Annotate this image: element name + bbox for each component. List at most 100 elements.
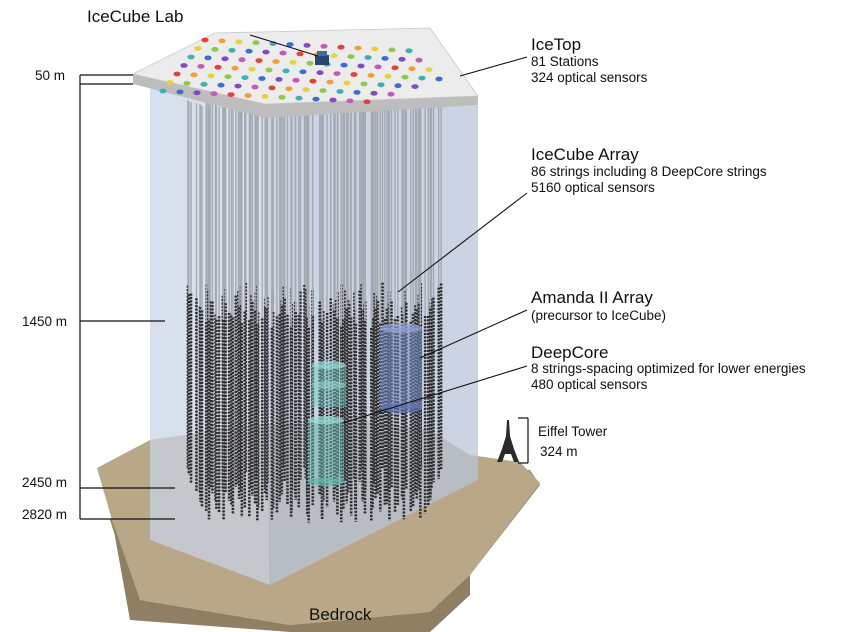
- callout-icecube-lab: [249, 34, 319, 57]
- depth-scale: 50 m 1450 m 2450 m 2820 m: [22, 68, 175, 522]
- icetop-station-dot: [391, 65, 399, 71]
- icetop-station-dot: [336, 89, 344, 94]
- icetop-station-dot: [326, 79, 334, 85]
- icetop-station-dot: [255, 58, 263, 63]
- icetop-station-dot: [279, 50, 287, 56]
- icetop-station-dot: [401, 74, 409, 80]
- icetop-station-dot: [238, 57, 246, 63]
- icetop-station-dot: [357, 63, 365, 69]
- icetop-station-dot: [340, 62, 348, 68]
- icetop-line2: 324 optical sensors: [531, 70, 648, 85]
- icetop-station-dot: [262, 49, 270, 55]
- icetop-station-dot: [245, 48, 253, 54]
- icetop-station-dot: [234, 83, 242, 89]
- deepcore-lower-body: [308, 420, 344, 482]
- icetop-station-dot: [289, 60, 297, 65]
- deepcore-line1: 8 strings-spacing optimized for lower en…: [531, 361, 806, 376]
- icetop-station-dot: [224, 74, 232, 80]
- icetop-station-dot: [425, 67, 433, 72]
- deepcore-lower-top: [308, 416, 344, 424]
- callout-deepcore: [342, 365, 528, 424]
- icetop-station-dot: [363, 99, 371, 105]
- icetop-station-dot: [302, 87, 310, 93]
- icetop-station-dot: [377, 82, 385, 88]
- icetop-station-dot: [265, 67, 273, 73]
- icetop-station-dot: [360, 81, 368, 87]
- icetop-station-dot: [268, 85, 276, 91]
- amanda-title: Amanda II Array: [531, 288, 653, 307]
- icetop-station-dot: [194, 46, 202, 51]
- icetop-station-dot: [204, 55, 212, 61]
- icetop-station-dot: [329, 97, 337, 103]
- deepcore-upper-bottom: [312, 381, 346, 389]
- lab-roof: [317, 51, 327, 56]
- deepcore-title: DeepCore: [531, 343, 609, 362]
- icetop-station-dot: [275, 77, 283, 82]
- icetop-station-dot: [295, 95, 303, 101]
- icetop-station-dot: [394, 83, 402, 89]
- icetop-station-dot: [235, 39, 243, 45]
- icetop-station-dot: [217, 82, 225, 88]
- icetop-station-dot: [187, 54, 195, 60]
- amanda-cylinder: [380, 323, 422, 413]
- icetop-station-dot: [299, 69, 307, 75]
- icecube-lab-building: [315, 51, 329, 65]
- icetop-station-dot: [200, 81, 208, 87]
- deepcore-cylinder: [308, 361, 346, 486]
- icetop-station-dot: [309, 78, 317, 84]
- icetop-station-dot: [405, 48, 413, 54]
- icetop-line1: 81 Stations: [531, 54, 599, 69]
- icetop-station-dot: [398, 56, 406, 62]
- lab-building: [315, 55, 329, 65]
- icetop-station-dot: [384, 73, 392, 79]
- icetop-station-dot: [320, 43, 328, 49]
- icetop-station-dot: [388, 47, 396, 53]
- icetop-station-dot: [337, 44, 345, 50]
- icetop-station-dot: [282, 68, 290, 74]
- eiffel-tower-title: Eiffel Tower: [538, 424, 608, 439]
- icetop-station-dot: [211, 47, 219, 52]
- text-labels: IceCube Lab IceTop 81 Stations 324 optic…: [87, 7, 806, 624]
- depth-label-2820: 2820 m: [22, 507, 67, 522]
- surface-slab-side: [133, 74, 478, 118]
- eiffel-tower-icon: [497, 417, 529, 464]
- icetop-station-dot: [278, 94, 286, 100]
- icetop-station-dot: [244, 93, 252, 98]
- icecube-array-title: IceCube Array: [531, 145, 639, 164]
- amanda-bottom: [380, 403, 422, 413]
- icecube-lab-label: IceCube Lab: [87, 7, 183, 26]
- icetop-station-dot: [411, 84, 419, 89]
- icetop-station-dot: [261, 94, 269, 99]
- callout-amanda: [419, 309, 528, 359]
- deepcore-upper-top: [312, 361, 346, 369]
- icetop-station-dot: [210, 91, 218, 97]
- icetop-station-dot: [374, 64, 382, 70]
- icetop-station-dot: [415, 57, 423, 63]
- icetop-surface: [131, 27, 479, 118]
- icetop-station-dot: [330, 53, 338, 59]
- icetop-station-dot: [173, 71, 181, 77]
- icetop-station-dot: [333, 71, 341, 76]
- icetop-station-dot: [306, 60, 314, 66]
- icetop-station-dot: [350, 72, 358, 77]
- icetop-station-dot: [193, 90, 201, 96]
- icetop-station-dot: [221, 56, 229, 62]
- icetop-station-dot: [347, 54, 355, 59]
- deepcore-line2: 480 optical sensors: [531, 377, 648, 392]
- icetop-station-dot: [241, 75, 249, 80]
- icetop-station-dot: [227, 92, 235, 97]
- icetop-station-dot: [367, 73, 375, 78]
- icetop-station-dot: [387, 91, 395, 97]
- depth-label-1450: 1450 m: [22, 314, 67, 329]
- icecube-array-line2: 5160 optical sensors: [531, 180, 655, 195]
- depth-label-50: 50 m: [35, 68, 65, 83]
- callout-icecube-array: [397, 192, 528, 293]
- icetop-station-dot: [354, 45, 362, 51]
- icetop-station-dot: [228, 47, 236, 53]
- icetop-station-dot: [364, 55, 372, 60]
- icetop-station-dot: [371, 46, 379, 52]
- icetop-station-dot: [303, 43, 311, 48]
- icetop-station-dot: [353, 90, 361, 95]
- icetop-station-dot: [218, 38, 226, 44]
